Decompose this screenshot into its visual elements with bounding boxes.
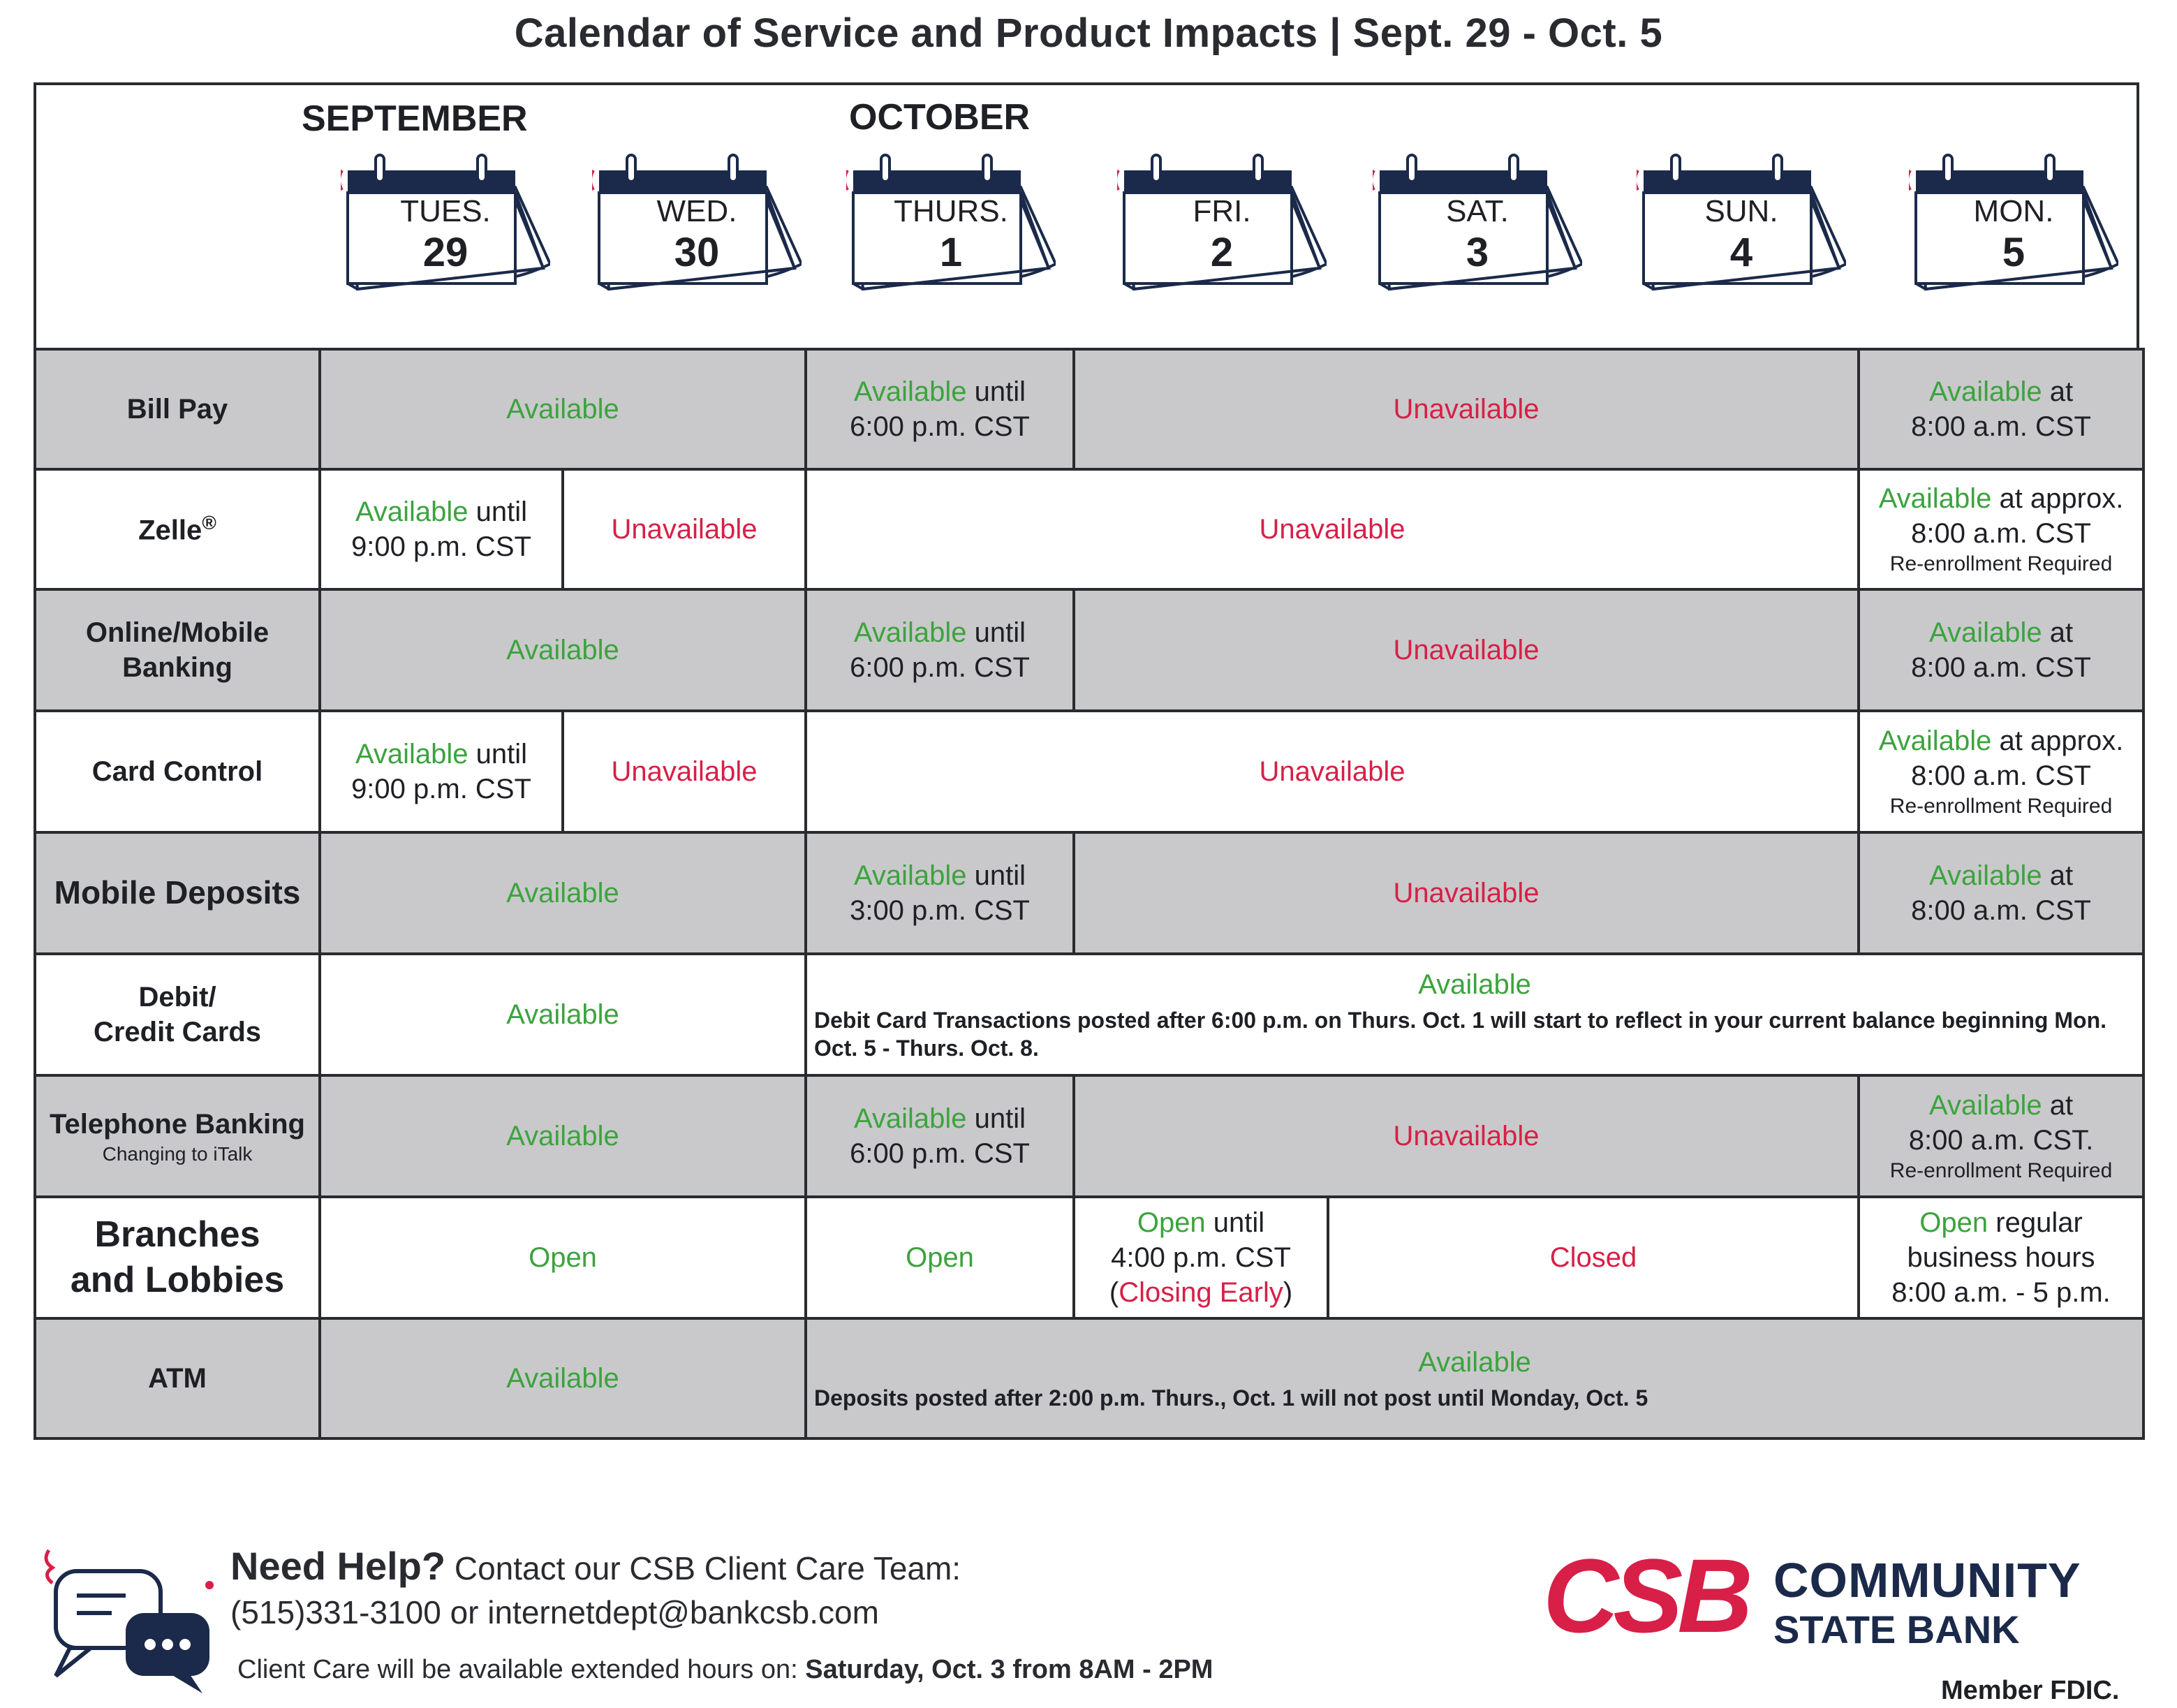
cell-unavailable: Unavailable xyxy=(804,468,1861,591)
calendar-day-icon: WED.30 xyxy=(592,145,802,306)
calendar-day-name: SUN. xyxy=(1704,194,1778,228)
row-online-banking: Online/Mobile Banking Available Availabl… xyxy=(34,588,2146,712)
cell-available: Available xyxy=(318,831,808,955)
calendar-day-number: 4 xyxy=(1729,230,1753,275)
row-label: Online/Mobile Banking xyxy=(34,588,321,712)
cell-available: Available xyxy=(318,348,808,471)
page-title: Calendar of Service and Product Impacts … xyxy=(514,10,1663,56)
calendar-day-icon: THURS.1 xyxy=(846,145,1056,306)
cell-unavailable-wed: Unavailable xyxy=(561,709,808,834)
cell-open-thurs: Open xyxy=(804,1195,1076,1320)
row-label: Debit/Credit Cards xyxy=(34,952,321,1077)
csb-logo: CSB COMMUNITY STATE BANK xyxy=(1543,1543,2143,1662)
calendar-day-icon: SAT.3 xyxy=(1373,145,1582,306)
cell-unavailable: Unavailable xyxy=(1072,1074,1861,1198)
calendar-day-number: 30 xyxy=(674,230,720,275)
calendar-day-number: 29 xyxy=(422,230,468,275)
cell-open: Open xyxy=(318,1195,808,1320)
extended-hours-note: Client Care will be available extended h… xyxy=(237,1655,1213,1684)
row-label: Bill Pay xyxy=(34,348,321,471)
cell-available: Available xyxy=(318,588,808,712)
cell-closed: Closed xyxy=(1327,1195,1861,1320)
calendar-day-icon: FRI.2 xyxy=(1117,145,1327,306)
cell-unavailable: Unavailable xyxy=(804,709,1861,834)
calendar-day-name: FRI. xyxy=(1193,194,1251,228)
cell-available: Available xyxy=(318,952,808,1077)
month-october: OCTOBER xyxy=(849,97,1031,138)
logo-line-2: STATE BANK xyxy=(1773,1607,2020,1651)
cell-available: Available xyxy=(318,1317,808,1440)
row-label: ATM xyxy=(34,1317,321,1440)
row-label: Card Control xyxy=(34,709,321,834)
row-mobile-deposits: Mobile Deposits Available Available unti… xyxy=(34,831,2146,955)
logo-line-1: COMMUNITY xyxy=(1773,1553,2081,1607)
calendar-day-icon: MON.5 xyxy=(1909,145,2118,306)
cell-unavailable: Unavailable xyxy=(1072,348,1861,471)
logo-mark: CSB xyxy=(1543,1537,1753,1654)
cell-available: Available xyxy=(318,1074,808,1198)
cell-unavailable: Unavailable xyxy=(1072,588,1861,712)
calendar-day-icon: SUN.4 xyxy=(1637,145,1846,306)
cell-unavailable-wed: Unavailable xyxy=(561,468,808,591)
calendar-day-number: 3 xyxy=(1466,230,1489,275)
calendar-day-name: TUES. xyxy=(400,194,491,228)
calendar-day-name: WED. xyxy=(656,194,737,228)
help-heading: Need Help? Contact our CSB Client Care T… xyxy=(230,1544,961,1588)
chat-bubbles-icon xyxy=(44,1549,214,1693)
member-fdic: Member FDIC. xyxy=(1941,1676,2120,1705)
contact-info[interactable]: (515)331-3100 or internetdept@bankcsb.co… xyxy=(230,1594,879,1630)
calendar-day-number: 1 xyxy=(939,230,963,275)
calendar-day-name: THURS. xyxy=(894,194,1008,228)
month-september: SEPTEMBER xyxy=(302,98,528,139)
calendar-day-number: 5 xyxy=(2002,230,2025,275)
row-label: Zelle® xyxy=(34,468,321,591)
calendar-day-name: SAT. xyxy=(1446,194,1509,228)
calendar-day-icon: TUES.29 xyxy=(341,145,550,306)
cell-unavailable: Unavailable xyxy=(1072,831,1861,955)
calendar-day-name: MON. xyxy=(1973,194,2054,228)
row-label: Mobile Deposits xyxy=(34,831,321,955)
calendar-day-number: 2 xyxy=(1210,230,1234,275)
